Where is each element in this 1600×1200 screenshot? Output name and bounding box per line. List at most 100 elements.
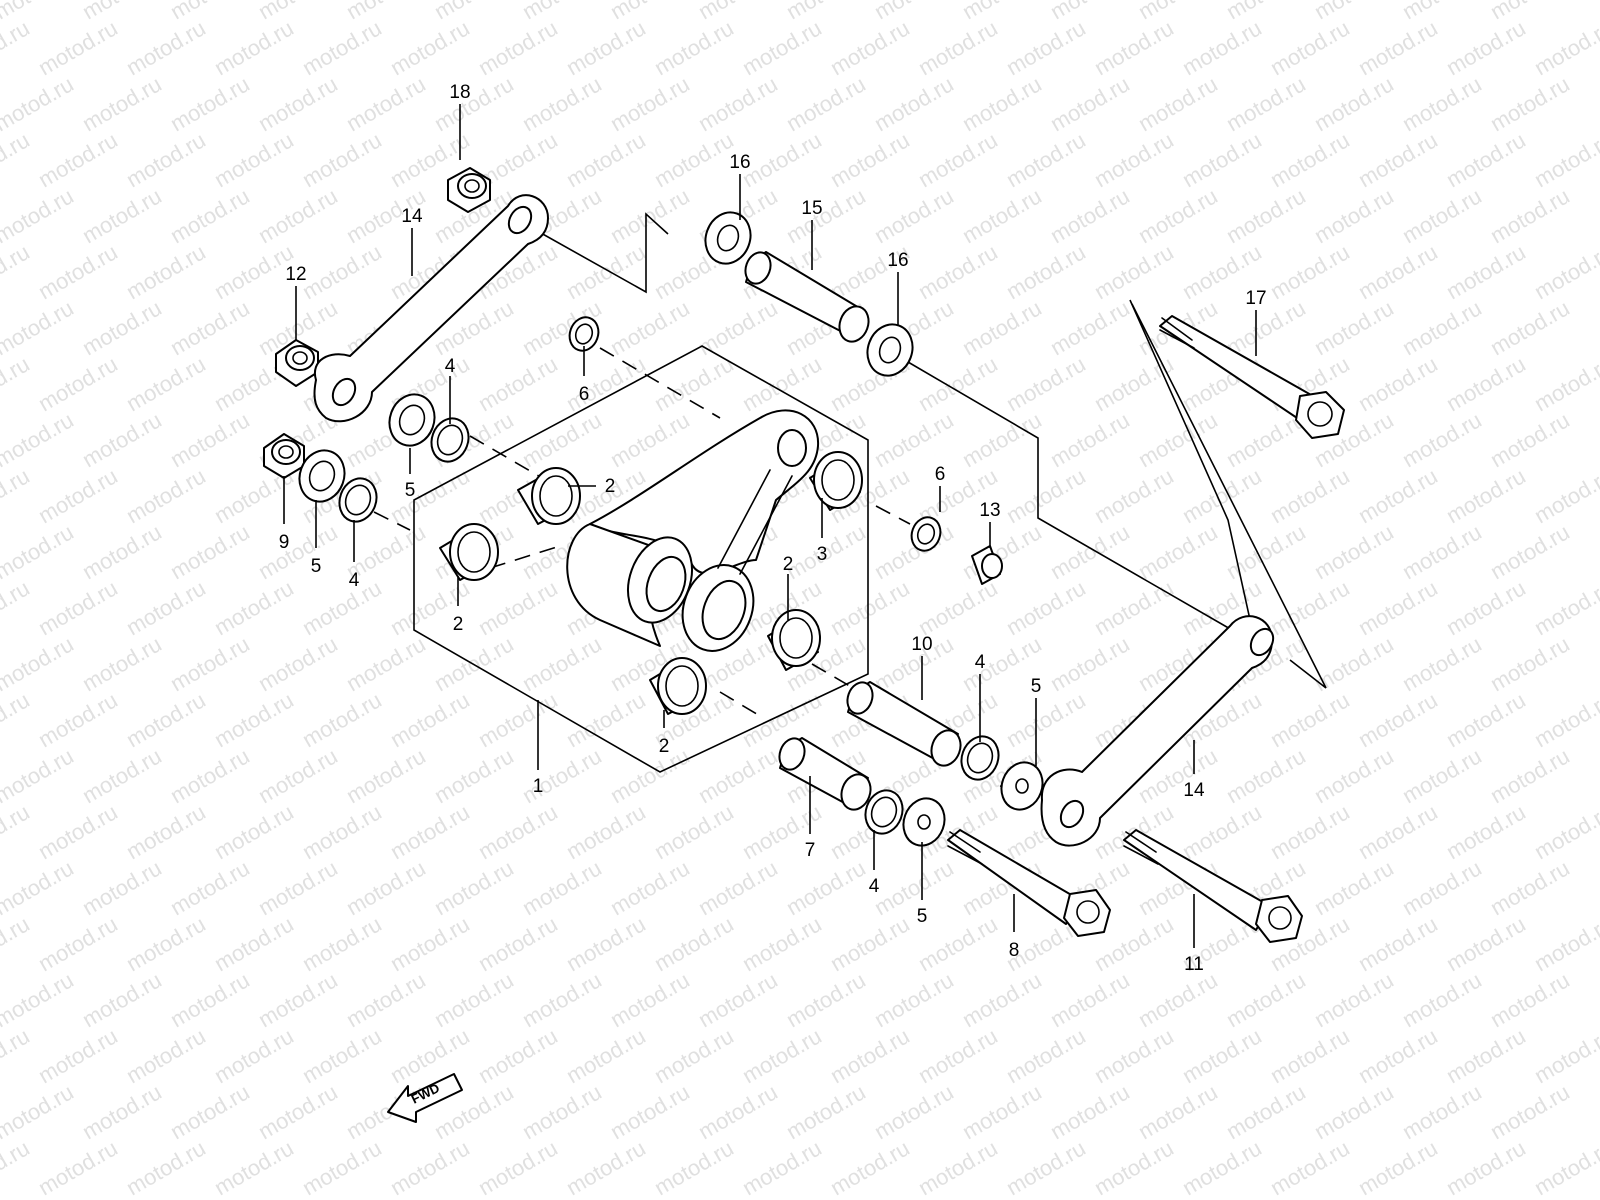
watermark-text: motod.ru [0,967,78,1032]
watermark-text: motod.ru [474,1023,562,1088]
callout-2-right: 2 [783,554,794,575]
watermark-text: motod.ru [1530,1023,1600,1088]
watermark-text: motod.ru [914,15,1002,80]
watermark-text: motod.ru [1354,127,1442,192]
watermark-text: motod.ru [1442,575,1530,640]
watermark-text: motod.ru [606,855,694,920]
callout-16-left: 16 [729,152,750,173]
callout-16-right: 16 [887,250,908,271]
watermark-text: motod.ru [78,967,166,1032]
watermark-text: motod.ru [1090,239,1178,304]
watermark-text: motod.ru [166,967,254,1032]
callout-10: 10 [911,634,932,655]
watermark-text: motod.ru [826,1023,914,1088]
bolt-11 [1123,829,1303,943]
watermark-text: motod.ru [1178,799,1266,864]
watermark-text: motod.ru [0,631,78,696]
watermark-text: motod.ru [78,855,166,920]
watermark-text: motod.ru [1442,1135,1530,1200]
bolt-8 [947,829,1111,937]
watermark-text: motod.ru [738,1135,826,1200]
watermark-text: motod.ru [1310,183,1398,248]
watermark-text: motod.ru [562,239,650,304]
watermark-text: motod.ru [1398,519,1486,584]
callout-4-lower: 4 [869,876,880,897]
watermark-text: motod.ru [1354,351,1442,416]
watermark-text: motod.ru [1046,1079,1134,1144]
watermark-text: motod.ru [122,1023,210,1088]
watermark-text: motod.ru [1134,183,1222,248]
watermark-text: motod.ru [958,967,1046,1032]
watermark-text: motod.ru [0,855,78,920]
watermark-text: motod.ru [1354,687,1442,752]
watermark-text: motod.ru [1486,0,1574,24]
watermark-text: motod.ru [386,15,474,80]
watermark-text: motod.ru [870,407,958,472]
watermark-text: motod.ru [914,1135,1002,1200]
callout-5-right: 5 [1031,676,1042,697]
watermark-text: motod.ru [870,71,958,136]
watermark-text: motod.ru [782,183,870,248]
watermark-text: motod.ru [0,295,78,360]
watermark-text: motod.ru [166,743,254,808]
watermark-text: motod.ru [166,0,254,24]
watermark-text: motod.ru [518,967,606,1032]
nut-18 [447,167,491,213]
watermark-text: motod.ru [1486,967,1574,1032]
watermark-text: motod.ru [1530,575,1600,640]
watermark-text: motod.ru [1310,743,1398,808]
watermark-text: motod.ru [474,1135,562,1200]
watermark-text: motod.ru [650,15,738,80]
watermark-text: motod.ru [0,1135,34,1200]
watermark-text: motod.ru [1178,127,1266,192]
watermark-text: motod.ru [1530,463,1600,528]
callout-2-lower: 2 [659,736,670,757]
watermark-text: motod.ru [606,0,694,24]
watermark-text: motod.ru [1046,71,1134,136]
oil-seals-4 [338,417,1000,835]
watermark-text: motod.ru [1398,631,1486,696]
callout-14-upper: 14 [401,206,423,227]
watermark-text: motod.ru [342,743,430,808]
watermark-text: motod.ru [210,687,298,752]
watermark-text: motod.ru [1046,183,1134,248]
watermark-text: motod.ru [694,71,782,136]
watermark-text: motod.ru [606,1079,694,1144]
watermark-text: motod.ru [782,967,870,1032]
watermark-text: motod.ru [1442,911,1530,976]
watermark-text: motod.ru [298,127,386,192]
seal-6-right [910,516,942,552]
watermark-text: motod.ru [1398,743,1486,808]
watermark-text: motod.ru [254,183,342,248]
watermark-text: motod.ru [474,799,562,864]
nut-9 [263,433,305,479]
callout-11: 11 [1184,954,1204,975]
watermark-text: motod.ru [694,967,782,1032]
watermark-text: motod.ru [342,967,430,1032]
watermark-text: motod.ru [342,855,430,920]
watermark-text: motod.ru [1354,463,1442,528]
watermark-text: motod.ru [1222,1079,1310,1144]
watermark-text: motod.ru [78,183,166,248]
watermark-text: motod.ru [298,15,386,80]
watermark-text: motod.ru [1530,1135,1600,1200]
watermark-text: motod.ru [0,71,78,136]
watermark-text: motod.ru [1002,239,1090,304]
watermark-text: motod.ru [1442,687,1530,752]
needle-bearing [649,657,707,715]
watermark-text: motod.ru [1486,743,1574,808]
watermark-text: motod.ru [298,799,386,864]
link-rod-lower [1040,615,1275,847]
watermark-text: motod.ru [474,575,562,640]
watermark-text: motod.ru [1222,183,1310,248]
watermark-text: motod.ru [430,967,518,1032]
watermark-text: motod.ru [826,127,914,192]
watermark-text: motod.ru [1134,519,1222,584]
spacer-15 [744,251,870,343]
callout-5-lower: 5 [917,906,928,927]
watermark-text: motod.ru [78,1079,166,1144]
watermark-text: motod.ru [650,1135,738,1200]
watermark-text: motod.ru [34,911,122,976]
watermark-text: motod.ru [122,1135,210,1200]
